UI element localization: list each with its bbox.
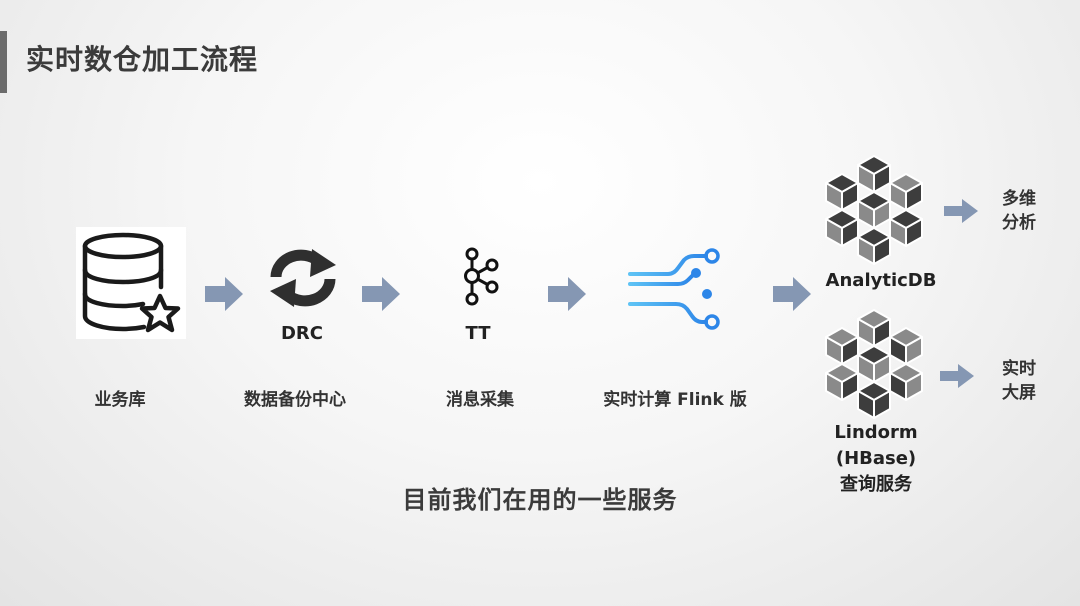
database-node	[76, 227, 186, 339]
tt-name: TT	[465, 323, 491, 344]
tt-label: 消息采集	[446, 390, 514, 410]
kafka-icon	[464, 247, 499, 306]
lindorm-name: Lindorm (HBase) 查询服务	[812, 420, 940, 498]
analyticdb-name: AnalyticDB	[825, 270, 937, 291]
flow-arrow-3	[548, 277, 586, 311]
multi-analysis-line2: 分析	[1002, 213, 1036, 233]
flow-arrow-multi	[944, 199, 978, 223]
cubes-icon	[825, 309, 923, 419]
flow-arrow-2	[362, 277, 400, 311]
drc-label: 数据备份中心	[244, 390, 346, 410]
page-title: 实时数仓加工流程	[26, 43, 259, 76]
flow-arrow-1	[205, 277, 243, 311]
flink-label: 实时计算 Flink 版	[603, 390, 747, 410]
flink-stream-icon	[628, 248, 720, 330]
sync-icon	[270, 249, 336, 307]
footer-caption: 目前我们在用的一些服务	[402, 486, 678, 514]
multi-analysis-line1: 多维	[1002, 189, 1036, 209]
title-accent-bar	[0, 31, 7, 93]
lindorm-name-line2: (HBase)	[835, 448, 917, 469]
flow-arrow-4	[773, 277, 811, 311]
database-star-icon	[82, 232, 181, 333]
flow-arrow-screen	[940, 364, 974, 388]
lindorm-name-line1: Lindorm	[834, 422, 918, 443]
lindorm-name-line3: 查询服务	[840, 474, 912, 495]
realtime-screen-line2: 大屏	[1002, 383, 1036, 403]
database-label: 业务库	[94, 390, 146, 410]
realtime-screen-label: 实时 大屏	[994, 357, 1044, 405]
cubes-icon	[825, 155, 923, 265]
drc-name: DRC	[280, 323, 323, 344]
multi-analysis-label: 多维 分析	[994, 187, 1044, 235]
realtime-screen-line1: 实时	[1002, 359, 1036, 379]
